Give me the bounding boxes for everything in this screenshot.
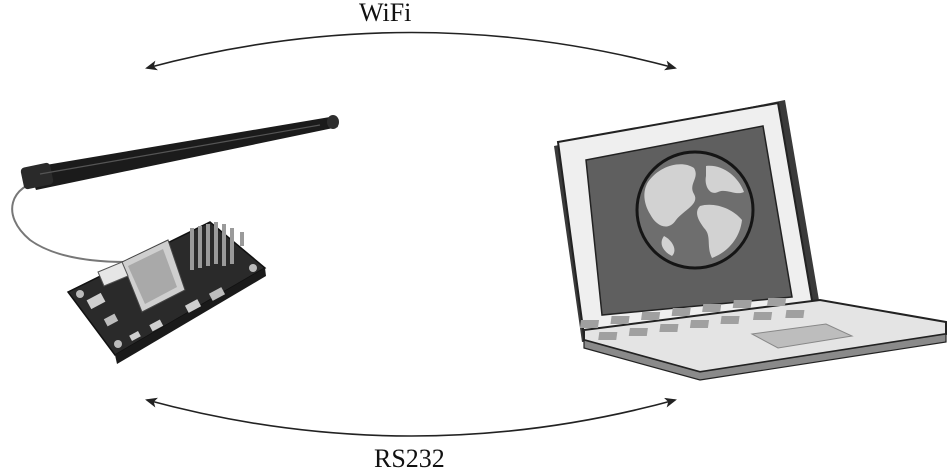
wifi-label: WiFi [359, 0, 411, 26]
globe-icon [637, 152, 753, 268]
wifi-link-arrow [147, 33, 675, 69]
laptop-icon [554, 100, 946, 380]
pcb-board-icon [68, 222, 266, 364]
rs232-label: RS232 [374, 446, 445, 472]
wifi-module-icon [12, 115, 339, 364]
antenna-icon [20, 115, 339, 190]
rs232-link-arrow [147, 400, 675, 436]
